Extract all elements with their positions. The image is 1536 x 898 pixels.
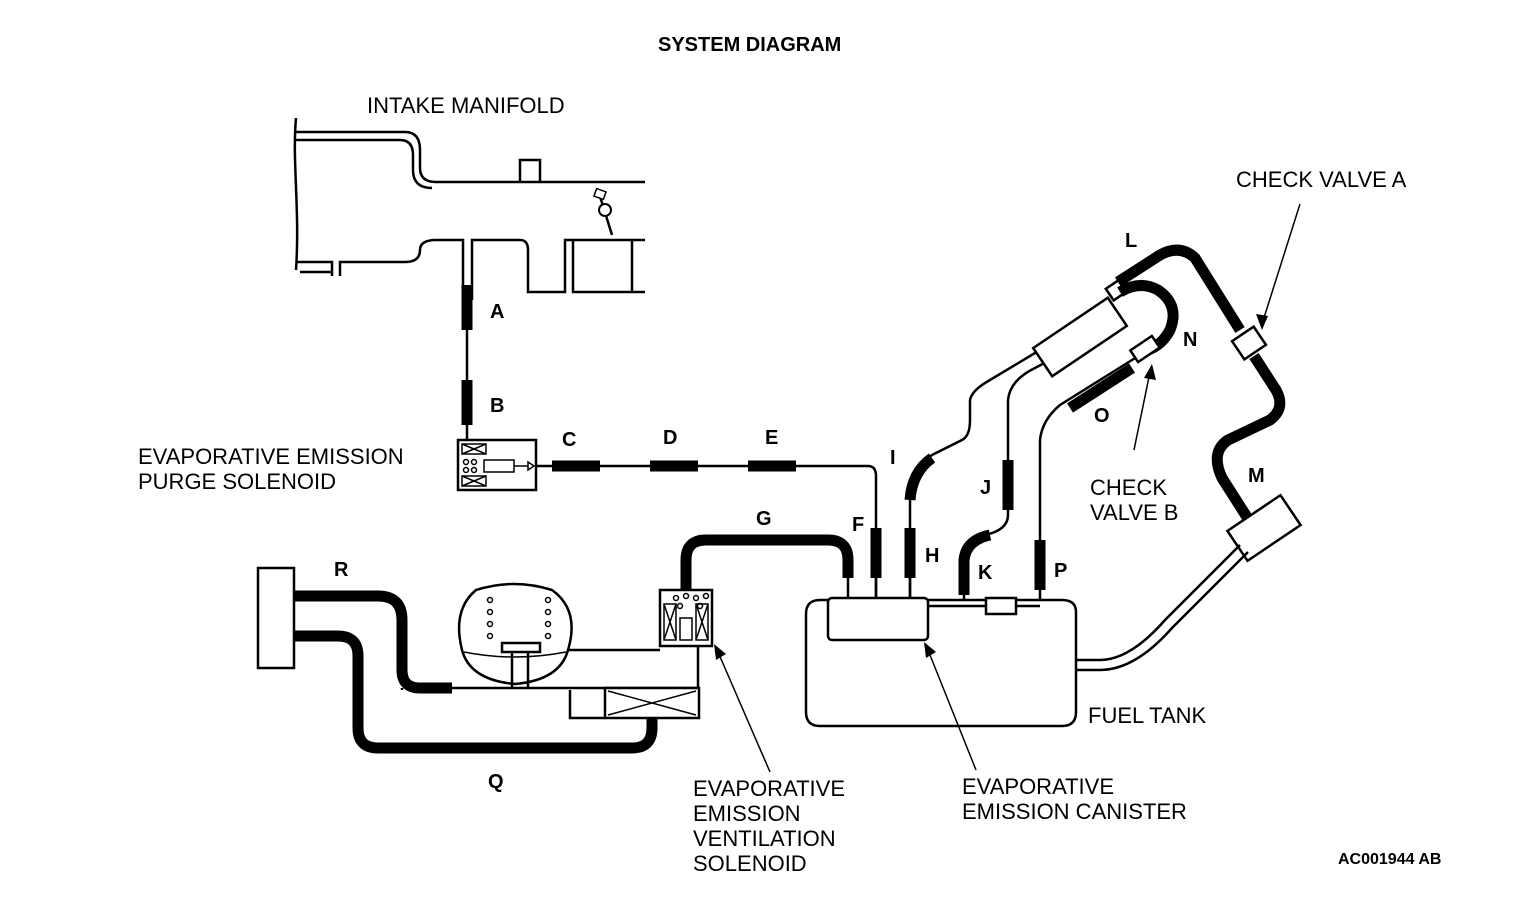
purge-solenoid xyxy=(456,438,538,492)
hose-label-g: G xyxy=(756,508,772,530)
hose-l xyxy=(1115,244,1245,333)
diagram-title: SYSTEM DIAGRAM xyxy=(658,34,842,56)
hose-n xyxy=(1117,280,1179,356)
hose-label-n: N xyxy=(1183,329,1198,351)
check-valve-b-label: CHECK VALVE B xyxy=(1090,475,1178,525)
line-o-p xyxy=(1034,353,1141,600)
air-cleaner xyxy=(256,566,300,670)
canister-label: EVAPORATIVE EMISSION CANISTER xyxy=(962,774,1187,824)
line-j-k xyxy=(958,358,1051,600)
hose-k xyxy=(958,529,992,595)
check-valve-a-body xyxy=(1230,324,1268,362)
hose-label-l: L xyxy=(1125,230,1138,252)
check-valve-b-body xyxy=(1128,334,1162,364)
line-h-i xyxy=(904,348,1041,600)
separator xyxy=(1031,275,1179,378)
pointer-arrows xyxy=(714,203,1301,773)
line-l-m xyxy=(1115,244,1303,563)
check-valve-a-label: CHECK VALVE A xyxy=(1236,167,1407,192)
hose-label-a: A xyxy=(490,301,505,323)
hose-label-q: Q xyxy=(488,771,504,793)
check-valve-b-label-line-1: CHECK xyxy=(1090,475,1168,500)
purge-solenoid-label-line-2: PURGE SOLENOID xyxy=(138,469,337,494)
evaporative-emission-canister xyxy=(826,578,930,642)
ventilation-solenoid-label: EVAPORATIVE EMISSION VENTILATION SOLENOI… xyxy=(693,776,845,876)
hose-label-j: J xyxy=(980,477,992,499)
ventilation-solenoid-label-line-4: SOLENOID xyxy=(693,851,807,876)
hose-label-p: P xyxy=(1054,560,1068,582)
ventilation-solenoid-label-line-2: EMISSION xyxy=(693,801,801,826)
hose-label-o: O xyxy=(1094,405,1110,427)
purge-solenoid-label: EVAPORATIVE EMISSION PURGE SOLENOID xyxy=(138,444,404,494)
hose-label-m: M xyxy=(1248,465,1265,487)
reference-code: AC001944 AB xyxy=(1338,851,1442,868)
line-g xyxy=(680,534,854,590)
hose-q xyxy=(294,630,658,754)
hose-m xyxy=(1211,353,1286,528)
hose-r xyxy=(294,590,452,694)
check-valve-b-label-line-2: VALVE B xyxy=(1090,500,1179,525)
ventilation-solenoid-label-line-3: VENTILATION xyxy=(693,826,836,851)
air-filter-housing xyxy=(400,582,701,720)
hose-label-b: B xyxy=(490,395,505,417)
intake-manifold-label: INTAKE MANIFOLD xyxy=(367,93,565,118)
hose-label-k: K xyxy=(978,562,993,584)
hose-label-e: E xyxy=(765,427,779,449)
ventilation-solenoid-label-line-1: EVAPORATIVE xyxy=(693,776,846,801)
hose-label-h: H xyxy=(925,545,940,567)
canister-label-line-2: EMISSION CANISTER xyxy=(962,799,1187,824)
hose-label-d: D xyxy=(663,427,678,449)
fuel-tank xyxy=(804,544,1249,728)
hose-g xyxy=(680,534,854,590)
ventilation-solenoid xyxy=(658,588,714,648)
hose-label-r: R xyxy=(334,559,349,581)
hose-label-i: I xyxy=(890,447,896,469)
hose-i xyxy=(904,453,936,501)
purge-solenoid-label-line-1: EVAPORATIVE EMISSION xyxy=(138,444,404,469)
intake-manifold xyxy=(293,117,645,300)
fuel-tank-label: FUEL TANK xyxy=(1088,703,1207,728)
canister-purge-line xyxy=(536,460,882,600)
hose-label-f: F xyxy=(852,514,865,536)
hose-o xyxy=(1067,363,1135,413)
hose-label-c: C xyxy=(562,429,577,451)
canister-label-line-1: EVAPORATIVE xyxy=(962,774,1115,799)
